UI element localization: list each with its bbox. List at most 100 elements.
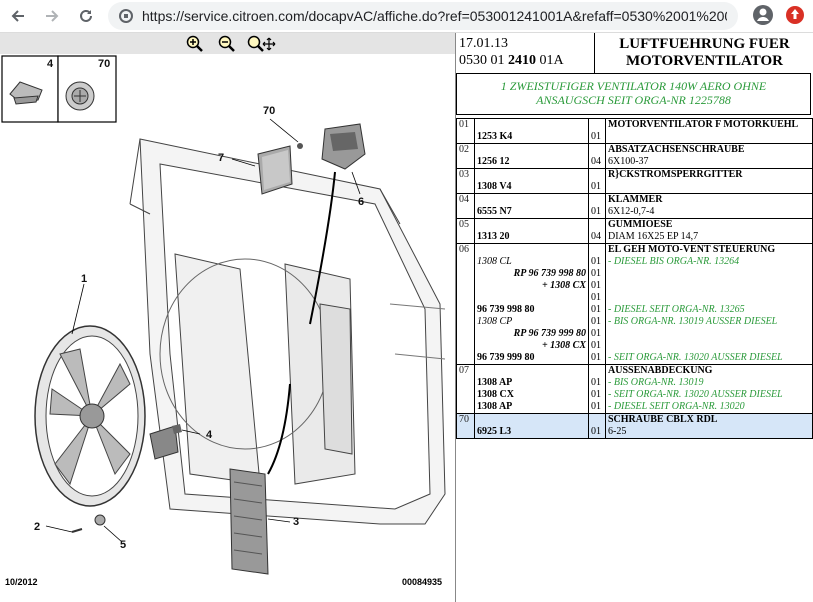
parts-exploded-diagram: 4 70 bbox=[1, 55, 446, 575]
browser-toolbar: https://service.citroen.com/docapvAC/aff… bbox=[0, 0, 813, 33]
diagram-panel: 4 70 bbox=[0, 33, 456, 602]
part-number: 04 bbox=[456, 193, 475, 219]
part-reference[interactable]: RP 96 739 999 80 bbox=[513, 328, 586, 339]
inset-box-screw bbox=[57, 55, 117, 123]
lock-icon[interactable] bbox=[118, 8, 134, 24]
reload-button[interactable] bbox=[74, 4, 98, 28]
account-icon[interactable] bbox=[752, 4, 774, 26]
arrow-left-icon bbox=[11, 10, 24, 22]
callout-7: 7 bbox=[218, 152, 224, 164]
part-number: 05 bbox=[456, 218, 475, 244]
header-note: 1 ZWEISTUFIGER VENTILATOR 140W AERO OHNE… bbox=[456, 73, 811, 115]
header-ref: 0530 01 2410 01A bbox=[459, 53, 564, 68]
part-qty: 04 bbox=[588, 143, 606, 169]
part-reference[interactable]: 6925 L3 bbox=[477, 426, 512, 437]
part-reference[interactable]: + 1308 CX bbox=[541, 340, 586, 351]
part-reference[interactable]: 1313 20 bbox=[477, 231, 510, 242]
part-reference[interactable]: 96 739 998 80 bbox=[477, 304, 535, 315]
part-description: MOTORVENTILATOR F MOTORKUEHL bbox=[605, 118, 813, 144]
callout-1: 1 bbox=[81, 273, 87, 285]
part-title: EL GEH MOTO-VENT STEUERUNG bbox=[608, 244, 776, 255]
zoom-out-icon[interactable] bbox=[218, 35, 236, 52]
callout-5: 5 bbox=[120, 539, 126, 551]
part-description: EL GEH MOTO-VENT STEUERUNG- DIESEL BIS O… bbox=[605, 243, 813, 365]
parts-panel: 17.01.13 0530 01 2410 01A LUFTFUEHRUNG F… bbox=[456, 33, 813, 602]
part-qty: 01 bbox=[588, 118, 606, 144]
part-number: 70 bbox=[456, 413, 475, 439]
controller-part-6 bbox=[309, 123, 366, 325]
module-part-7 bbox=[257, 145, 293, 195]
callout-3: 3 bbox=[293, 516, 299, 528]
part-refs: 1313 20 bbox=[474, 218, 589, 244]
part-description: R}CKSTROMSPERRGITTER bbox=[605, 168, 813, 194]
part-reference[interactable]: 1308 AP bbox=[477, 377, 513, 388]
url-text[interactable]: https://service.citroen.com/docapvAC/aff… bbox=[142, 8, 727, 24]
part-reference[interactable] bbox=[477, 292, 586, 304]
part-reference[interactable]: 1308 AP bbox=[477, 401, 513, 412]
grommet-part-5 bbox=[94, 514, 106, 526]
part-reference[interactable]: + 1308 CX bbox=[541, 280, 586, 291]
part-title: AUSSENABDECKUNG bbox=[608, 365, 713, 376]
part-refs: 1308 V4 bbox=[474, 168, 589, 194]
diagram-date: 10/2012 bbox=[5, 577, 38, 587]
part-refs: 6555 N7 bbox=[474, 193, 589, 219]
back-button[interactable] bbox=[6, 4, 30, 28]
fan-assembly bbox=[34, 325, 179, 507]
part-qty: 01 bbox=[588, 168, 606, 194]
part-title: GUMMIOESE bbox=[608, 219, 673, 230]
part-title: KLAMMER bbox=[608, 194, 663, 205]
zoom-pan-icon[interactable] bbox=[247, 35, 277, 52]
part-description: AUSSENABDECKUNG- BIS ORGA-NR. 13019- SEI… bbox=[605, 364, 813, 414]
part-refs: 1256 12 bbox=[474, 143, 589, 169]
part-number: 01 bbox=[456, 118, 475, 144]
update-icon[interactable] bbox=[785, 5, 805, 25]
part-reference[interactable]: 6555 N7 bbox=[477, 206, 512, 217]
part-reference[interactable]: 1308 V4 bbox=[477, 181, 512, 192]
part-qty: 04 bbox=[588, 218, 606, 244]
callout-70: 70 bbox=[263, 105, 275, 117]
part-reference[interactable]: 1253 K4 bbox=[477, 131, 513, 142]
part-number: 02 bbox=[456, 143, 475, 169]
forward-button[interactable] bbox=[40, 4, 64, 28]
part-title: ABSATZACHSENSCHRAUBE bbox=[608, 144, 745, 155]
parts-header: 17.01.13 0530 01 2410 01A LUFTFUEHRUNG F… bbox=[456, 33, 813, 73]
part-reference[interactable]: 1308 CP bbox=[477, 316, 513, 327]
clip-part-4 bbox=[172, 424, 182, 434]
callout-4b: 4 bbox=[206, 429, 213, 441]
part-reference[interactable]: 1308 CL bbox=[477, 256, 512, 267]
header-date: 17.01.13 bbox=[459, 36, 508, 51]
header-title: LUFTFUEHRUNG FUER MOTORVENTILATOR bbox=[594, 33, 813, 73]
part-title: R}CKSTROMSPERRGITTER bbox=[608, 169, 743, 180]
zoom-in-icon[interactable] bbox=[186, 35, 204, 52]
part-title: SCHRAUBE CBLX RDL bbox=[608, 414, 718, 425]
part-reference[interactable]: 1256 12 bbox=[477, 156, 510, 167]
part-reference[interactable]: 1308 CX bbox=[477, 389, 514, 400]
part-reference[interactable]: 96 739 999 80 bbox=[477, 352, 535, 363]
inset-box-clip bbox=[1, 55, 59, 123]
part-reference[interactable]: RP 96 739 998 80 bbox=[513, 268, 586, 279]
grille-part-3 bbox=[229, 383, 291, 575]
zoom-toolbar bbox=[0, 33, 455, 54]
part-qty: 01 bbox=[588, 413, 606, 439]
address-bar[interactable]: https://service.citroen.com/docapvAC/aff… bbox=[108, 2, 738, 30]
radiator-frame bbox=[129, 138, 446, 525]
part-qty: 01 bbox=[588, 193, 606, 219]
part-refs: 6925 L3 bbox=[474, 413, 589, 439]
part-number: 07 bbox=[456, 364, 475, 414]
